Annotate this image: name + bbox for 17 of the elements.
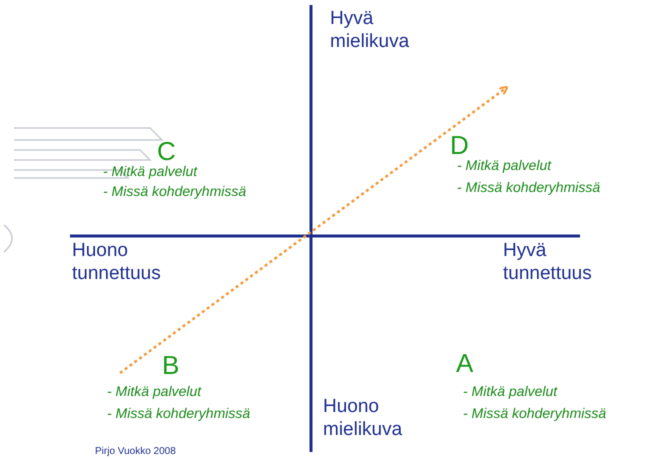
axis-label: Hyvä mielikuva (330, 8, 410, 54)
bullet-text: - Missä kohderyhmissä (103, 183, 246, 200)
bullet-text: - Mitkä palvelut (103, 163, 198, 180)
quadrant-letter: B (162, 350, 180, 382)
bullet-text: - Missä kohderyhmissä (463, 405, 606, 422)
quadrant-letter: D (450, 130, 469, 160)
footer-credit: Pirjo Vuokko 2008 (95, 446, 176, 458)
quadrant-letter: A (456, 348, 474, 380)
axis-label: Huono mielikuva (323, 396, 404, 442)
bullet-text: - Mitkä palvelut (107, 383, 202, 400)
axis-label: Huono tunnettuus (72, 240, 162, 286)
bullet-text: - Missä kohderyhmissä (457, 179, 600, 196)
bullet-text: - Mitkä palvelut (463, 383, 558, 400)
quadrant-letter: C (157, 136, 176, 166)
bullet-text: - Missä kohderyhmissä (107, 405, 250, 422)
axis-label: Hyvä tunnettuus (503, 240, 593, 286)
bullet-text: - Mitkä palvelut (457, 157, 552, 174)
